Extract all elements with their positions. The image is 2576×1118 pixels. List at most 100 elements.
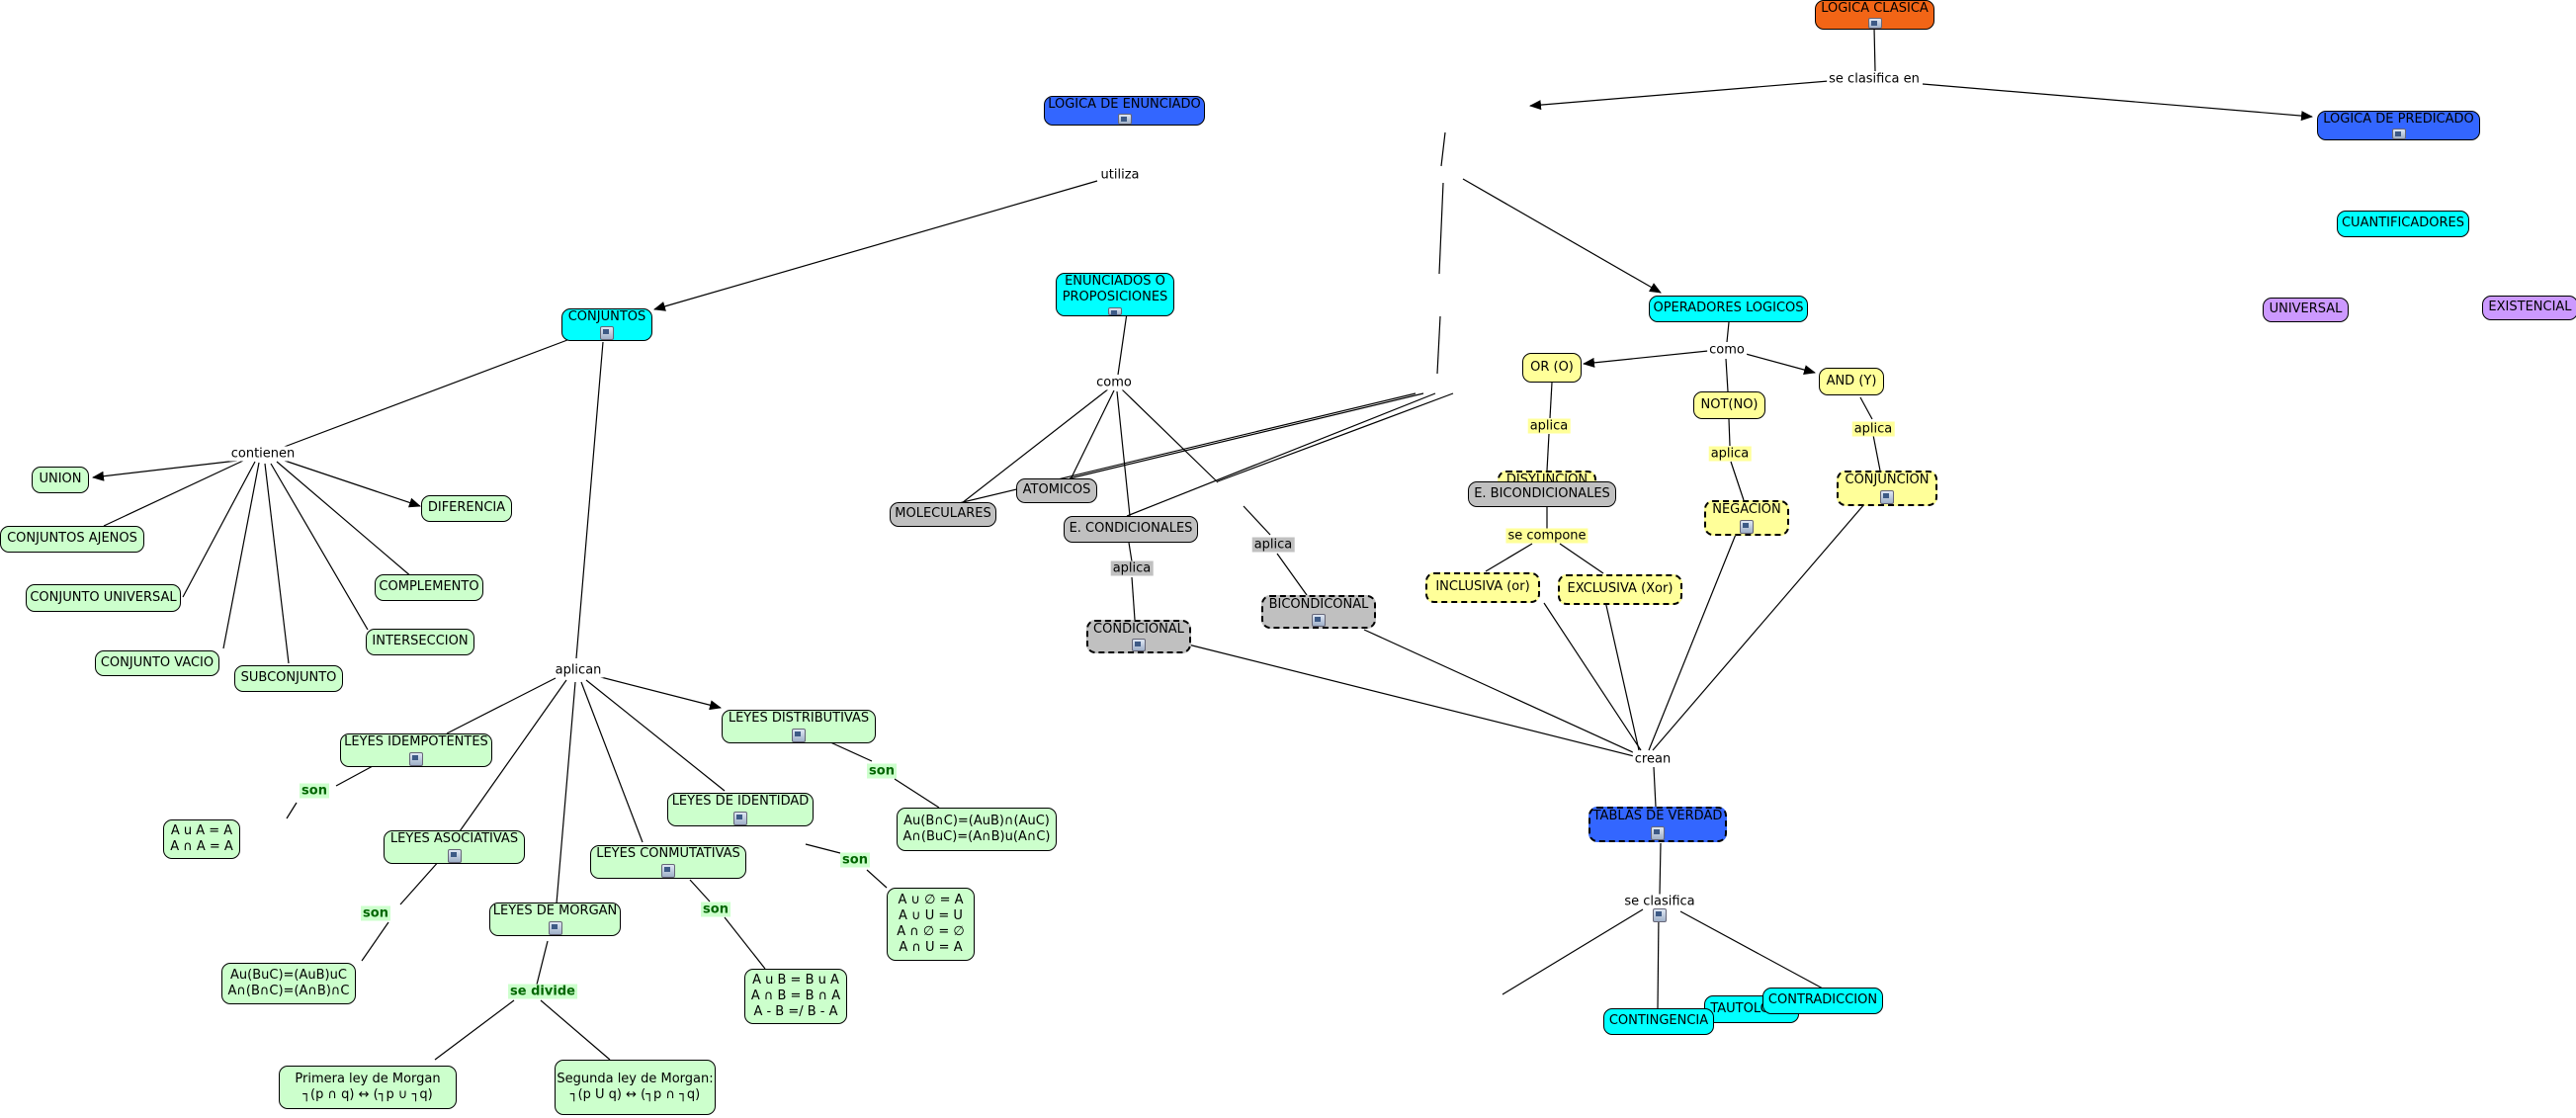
node-inclusiva[interactable]: INCLUSIVA (or)	[1425, 572, 1540, 603]
attached-resource-icon[interactable]	[1867, 18, 1882, 29]
node-enunciados[interactable]: ENUNCIADOS O PROPOSICIONES	[1056, 273, 1174, 316]
node-label: INCLUSIVA (or)	[1435, 579, 1530, 595]
node-e-condicionales[interactable]: E. CONDICIONALES	[1064, 516, 1198, 543]
attached-resource-icon[interactable]	[1117, 114, 1132, 125]
attached-resource-icon[interactable]	[792, 728, 806, 742]
link-label-son-distributivas: son	[867, 763, 897, 779]
node-operadores[interactable]: OPERADORES LOGICOS	[1649, 296, 1808, 322]
node-e-bicondicionales[interactable]: E. BICONDICIONALES	[1468, 481, 1616, 507]
link-label-son-conmutativas: son	[701, 902, 730, 917]
attached-resource-icon[interactable]	[447, 848, 462, 863]
link-label-se-clasifica-en: se clasifica en	[1827, 71, 1922, 87]
node-leyes-identidad[interactable]: LEYES DE IDENTIDAD	[667, 793, 814, 826]
node-logica-enunciado[interactable]: LOGICA DE ENUNCIADO	[1044, 96, 1205, 126]
node-label: LEYES ASOCIATIVAS	[389, 831, 519, 847]
node-label: LOGICA CLASICA	[1821, 1, 1929, 16]
node-label: NOT(NO)	[1700, 396, 1759, 412]
node-label: Au(B∩C)=(AuB)∩(AuC) A∩(BuC)=(A∩B)u(A∩C)	[902, 813, 1051, 844]
attached-resource-icon[interactable]	[548, 920, 562, 935]
node-leyes-morgan[interactable]: LEYES DE MORGAN	[489, 903, 621, 936]
node-formula-morgan-1[interactable]: Primera ley de Morgan ┐(p ∩ q) ↔ (┐p ∪ ┐…	[279, 1066, 457, 1109]
node-subconjunto[interactable]: SUBCONJUNTO	[234, 665, 343, 692]
attached-resource-icon[interactable]	[1312, 614, 1326, 627]
node-diferencia[interactable]: DIFERENCIA	[421, 495, 512, 522]
node-conjunto-universal[interactable]: CONJUNTO UNIVERSAL	[26, 584, 181, 612]
node-leyes-asociativas[interactable]: LEYES ASOCIATIVAS	[384, 830, 525, 864]
link-label-aplica-bicondicionales: aplica	[1251, 537, 1295, 553]
node-exclusiva[interactable]: EXCLUSIVA (Xor)	[1558, 574, 1682, 605]
node-conjunto-vacio[interactable]: CONJUNTO VACIO	[95, 650, 219, 676]
node-formula-conmutativas[interactable]: A u B = B u A A ∩ B = B ∩ A A - B =/ B -…	[744, 969, 847, 1024]
node-atomicos[interactable]: ATOMICOS	[1016, 478, 1097, 503]
node-label: LEYES DE IDENTIDAD	[671, 794, 810, 810]
link-label-se-divide: se divide	[508, 984, 577, 999]
node-label: CONTRADICCION	[1767, 992, 1878, 1008]
link-label-se-clasifica: se clasifica	[1622, 894, 1697, 909]
node-formula-asociativas[interactable]: Au(BuC)=(AuB)uC A∩(B∩C)=(A∩B)∩C	[221, 963, 356, 1004]
node-leyes-conmutativas[interactable]: LEYES CONMUTATIVAS	[590, 845, 746, 879]
attached-resource-icon[interactable]	[661, 863, 675, 878]
attached-resource-icon[interactable]	[2391, 129, 2406, 139]
attached-resource-icon[interactable]	[1651, 825, 1665, 840]
node-logica-clasica[interactable]: LOGICA CLASICA	[1815, 0, 1934, 30]
attached-resource-icon[interactable]	[409, 751, 423, 766]
node-label: BICONDICONAL	[1268, 597, 1369, 612]
link-label-aplica-not: aplica	[1708, 446, 1752, 462]
node-label: LOGICA DE ENUNCIADO	[1048, 97, 1201, 112]
node-logica-predicado[interactable]: LOGICA DE PREDICADO	[2317, 111, 2480, 140]
attached-resource-icon[interactable]	[1880, 489, 1894, 504]
node-conjuntos-ajenos[interactable]: CONJUNTOS AJENOS	[0, 526, 144, 553]
node-label: A u B = B u A A ∩ B = B ∩ A A - B =/ B -…	[750, 972, 841, 1020]
node-or[interactable]: OR (O)	[1522, 353, 1582, 383]
attached-resource-icon[interactable]	[1653, 908, 1667, 922]
node-not[interactable]: NOT(NO)	[1693, 391, 1765, 419]
node-existencial[interactable]: EXISTENCIAL	[2482, 296, 2576, 320]
node-conjuncion[interactable]: CONJUNCION	[1837, 471, 1937, 506]
node-formula-idempotentes[interactable]: A u A = A A ∩ A = A	[163, 819, 240, 859]
attached-resource-icon[interactable]	[1740, 519, 1754, 534]
node-and[interactable]: AND (Y)	[1819, 368, 1884, 395]
attached-resource-icon[interactable]	[1108, 306, 1122, 315]
node-negacion[interactable]: NEGACION	[1704, 500, 1789, 536]
link-label-como-operadores: como	[1707, 342, 1747, 358]
attached-resource-icon[interactable]	[600, 326, 614, 340]
node-label: ENUNCIADOS O PROPOSICIONES	[1062, 274, 1168, 305]
node-label: CONJUNTO VACIO	[100, 654, 215, 670]
link-label-son-idempotentes: son	[300, 783, 329, 799]
node-label: Au(BuC)=(AuB)uC A∩(B∩C)=(A∩B)∩C	[227, 967, 350, 998]
node-leyes-distributivas[interactable]: LEYES DISTRIBUTIVAS	[722, 710, 876, 743]
node-interseccion[interactable]: INTERSECCION	[366, 629, 474, 655]
node-tablas-verdad[interactable]: TABLAS DE VERDAD	[1589, 807, 1727, 842]
node-leyes-idempotentes[interactable]: LEYES IDEMPOTENTES	[340, 733, 492, 767]
node-label: INTERSECCION	[372, 634, 469, 649]
link-label-son-identidad: son	[840, 852, 870, 868]
node-label: LEYES DISTRIBUTIVAS	[728, 711, 870, 727]
node-union[interactable]: UNION	[32, 467, 89, 493]
node-label: NEGACION	[1712, 502, 1781, 518]
node-complemento[interactable]: COMPLEMENTO	[375, 574, 483, 601]
node-condicional[interactable]: CONDICIONAL	[1086, 620, 1191, 653]
node-label: Primera ley de Morgan ┐(p ∩ q) ↔ (┐p ∪ ┐…	[295, 1071, 441, 1102]
node-formula-morgan-2[interactable]: Segunda ley de Morgan: ┐(p U q) ↔ (┐p ∩ …	[555, 1060, 716, 1115]
node-conjuntos[interactable]: CONJUNTOS	[561, 308, 652, 341]
node-label: E. BICONDICIONALES	[1474, 485, 1610, 501]
node-universal[interactable]: UNIVERSAL	[2263, 298, 2349, 322]
attached-resource-icon[interactable]	[1132, 639, 1146, 651]
node-label: OR (O)	[1530, 359, 1574, 375]
link-label-son-asociativas: son	[361, 905, 390, 921]
node-label: ATOMICOS	[1022, 482, 1091, 498]
node-formula-distributivas[interactable]: Au(B∩C)=(AuB)∩(AuC) A∩(BuC)=(A∩B)u(A∩C)	[897, 808, 1057, 851]
node-label: TABLAS DE VERDAD	[1592, 809, 1723, 824]
node-moleculares[interactable]: MOLECULARES	[890, 502, 996, 527]
node-label: DIFERENCIA	[427, 500, 506, 516]
node-cuantificadores[interactable]: CUANTIFICADORES	[2337, 211, 2469, 237]
attached-resource-icon[interactable]	[733, 811, 747, 825]
node-label: EXCLUSIVA (Xor)	[1567, 581, 1674, 597]
node-bicondicional[interactable]: BICONDICONAL	[1261, 595, 1376, 629]
node-label: CONJUNCION	[1845, 473, 1930, 488]
node-formula-identidad[interactable]: A ∪ ∅ = A A ∪ U = U A ∩ ∅ = ∅ A ∩ U = A	[887, 888, 975, 961]
node-contradiccion[interactable]: CONTRADICCION	[1762, 988, 1883, 1014]
node-contingencia[interactable]: CONTINGENCIA	[1603, 1008, 1714, 1035]
node-label: SUBCONJUNTO	[240, 670, 337, 686]
